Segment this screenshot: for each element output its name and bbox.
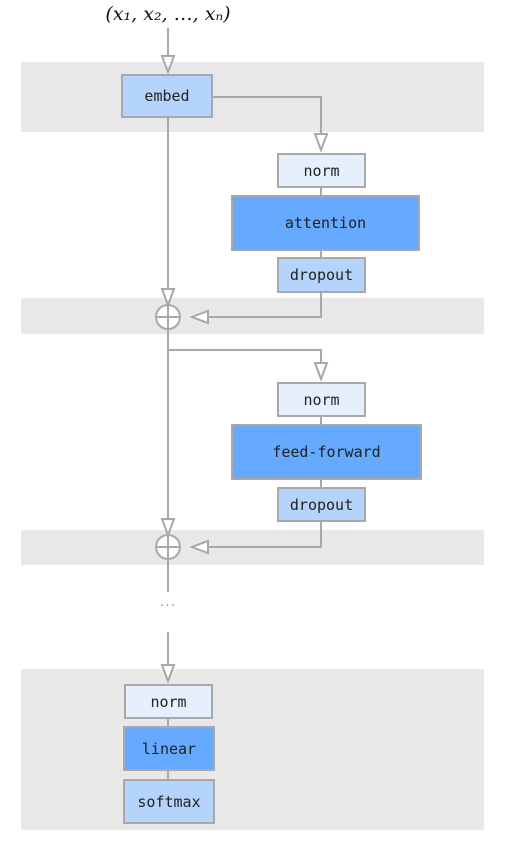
input-sequence-label: (x₁, x₂, …, xₙ)	[105, 3, 231, 25]
add-node-1	[155, 304, 181, 330]
softmax-box: softmax	[123, 779, 215, 824]
arrow-residual-to-add-1	[160, 288, 176, 308]
arrow-dropout-to-add-2	[189, 539, 209, 555]
arrow-residual-to-add-2	[160, 518, 176, 538]
attention-norm-box: norm	[277, 153, 366, 188]
feed-forward-box: feed-forward	[231, 424, 422, 480]
output-band	[21, 669, 484, 830]
attention-dropout-box: dropout	[277, 257, 366, 293]
arrow-dropout-to-add-1	[189, 309, 209, 325]
embed-box: embed	[121, 74, 213, 118]
output-norm-box: norm	[124, 684, 213, 719]
arrow-input-to-embed	[160, 55, 176, 75]
linear-box: linear	[123, 726, 215, 771]
attention-box: attention	[231, 195, 420, 251]
ffn-norm-box: norm	[277, 382, 366, 417]
arrow-to-output-head	[160, 664, 176, 684]
ffn-dropout-box: dropout	[277, 487, 366, 522]
arrow-branch-to-ffn-norm	[313, 362, 329, 382]
continuation-ellipsis: ···	[159, 598, 177, 614]
add-node-2	[155, 534, 181, 560]
arrow-embed-to-norm	[313, 133, 329, 153]
